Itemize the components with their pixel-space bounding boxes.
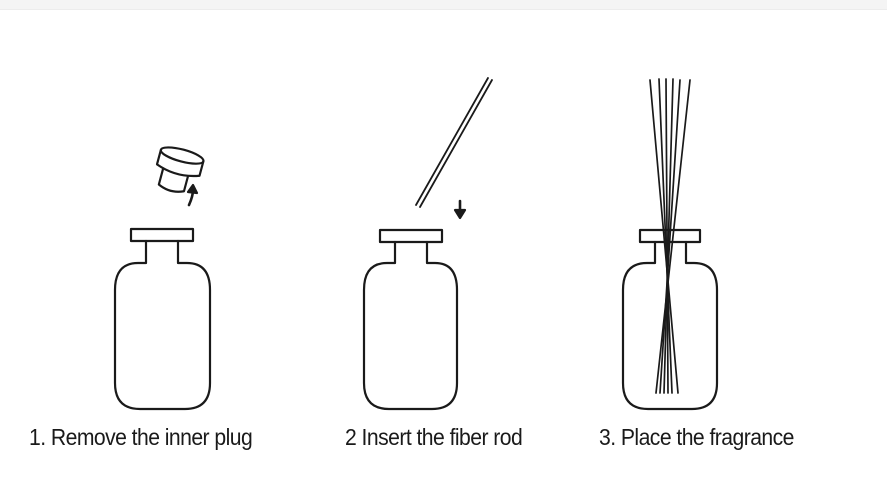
step-3-caption: 3. Place the fragrance: [599, 424, 794, 450]
step-1-caption: 1. Remove the inner plug: [29, 424, 253, 450]
inner-plug-icon: [155, 146, 205, 193]
arrow-up-icon: [186, 183, 199, 207]
bottle-1-icon: [113, 227, 212, 411]
top-bar: [0, 0, 887, 10]
step-2-caption: 2 Insert the fiber rod: [345, 424, 523, 450]
arrow-down-icon: [453, 199, 467, 220]
bottle-2-icon: [362, 228, 459, 411]
reeds-icon: [649, 78, 691, 394]
bottle-3-neck-icon: [638, 228, 702, 244]
fiber-rod-icon: [415, 77, 493, 208]
bottle-3-icon: [621, 240, 719, 411]
